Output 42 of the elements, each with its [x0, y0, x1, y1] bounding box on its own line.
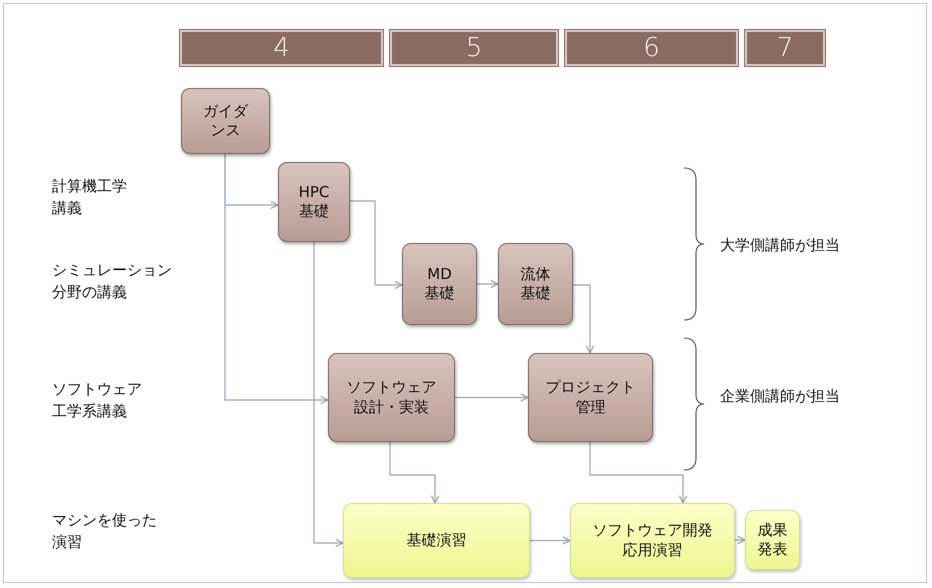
- lecture-box: [278, 162, 350, 242]
- connector-arrow: [224, 154, 329, 404]
- row-label: シミュレーション分野の講義: [52, 260, 173, 303]
- instructor-note: 大学側講師が担当: [720, 235, 841, 256]
- month-bar: [745, 30, 825, 66]
- exercise-box: [745, 510, 800, 570]
- row-label: ソフトウェア工学系講義: [52, 379, 143, 422]
- connector-arrow: [350, 200, 403, 290]
- month-bar: [180, 30, 383, 66]
- box-label: ガイダンス: [202, 102, 249, 140]
- lecture-box: [498, 243, 573, 325]
- row-label: マシンを使った演習: [52, 510, 158, 553]
- box-label: 流体基礎: [520, 264, 552, 304]
- connector-arrow: [735, 536, 746, 544]
- lecture-box: [402, 243, 477, 325]
- box-label: MD 基礎: [424, 264, 456, 304]
- instructor-note: 企業側講師が担当: [720, 386, 841, 407]
- month-number: 7: [776, 33, 794, 63]
- month-number: 4: [273, 33, 290, 63]
- row-label: 計算機工学講義: [52, 176, 128, 219]
- exercise-box: [570, 503, 735, 578]
- lecture-box: [528, 353, 653, 442]
- lecture-box: [328, 353, 455, 442]
- connector-arrow: [589, 442, 688, 504]
- box-label: HPC 基礎: [298, 182, 330, 222]
- box-label: ソフトウェア設計・実装: [346, 378, 438, 417]
- connector-arrow: [313, 242, 344, 548]
- connector-arrow: [477, 280, 499, 288]
- connector-arrow: [573, 284, 594, 354]
- box-label: ソフトウェア開発応用演習: [592, 521, 714, 560]
- box-label: 基礎演習: [406, 530, 468, 550]
- month-bar: [390, 30, 558, 66]
- lecture-box: [181, 88, 270, 154]
- connector-arrow: [455, 393, 529, 402]
- box-label: プロジェクト管理: [544, 378, 636, 417]
- connector-arrow: [530, 536, 571, 545]
- month-number: 6: [643, 33, 660, 63]
- exercise-box: [343, 503, 530, 578]
- month-number: 5: [466, 33, 482, 63]
- box-label: 成果発表: [756, 520, 788, 560]
- month-bar: [565, 30, 738, 66]
- connector-arrow: [389, 442, 440, 504]
